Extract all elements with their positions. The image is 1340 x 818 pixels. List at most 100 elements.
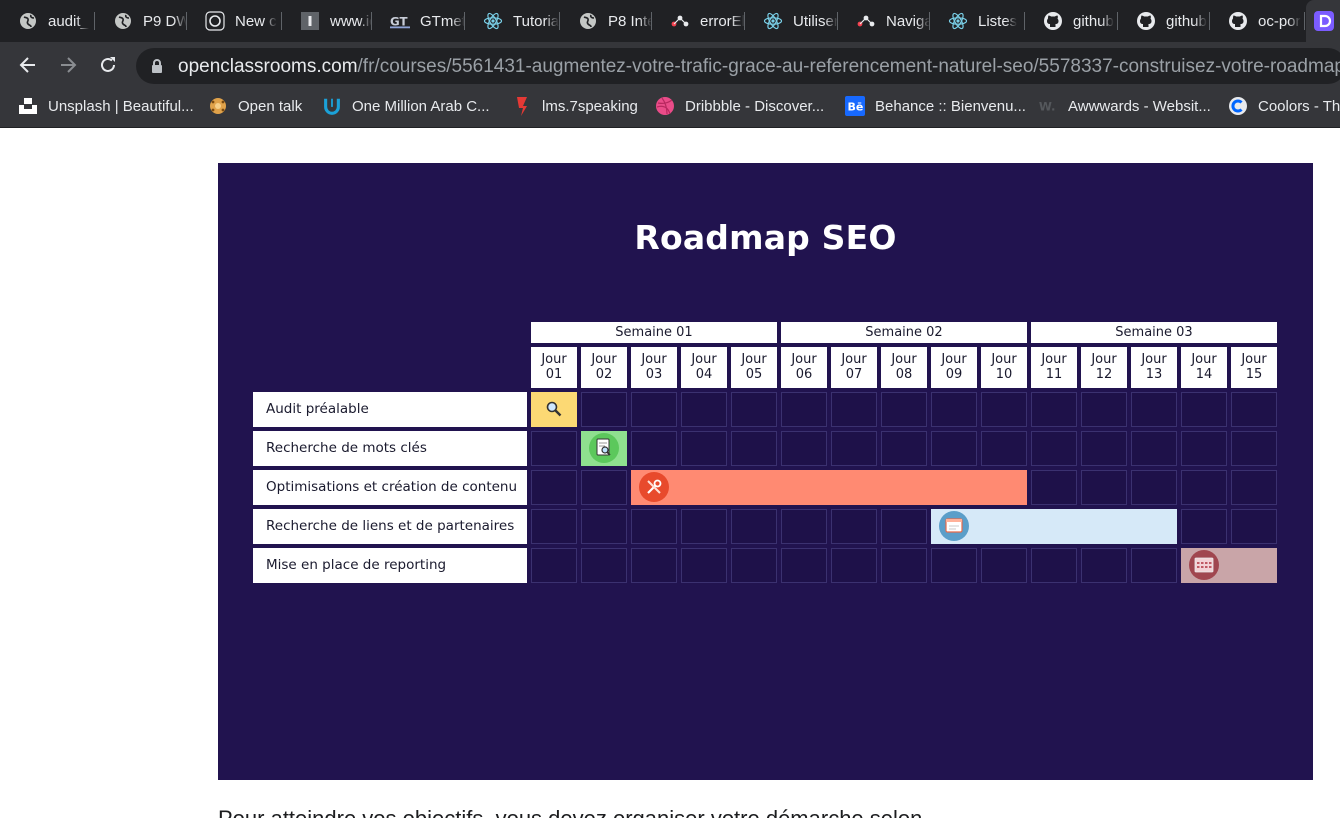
browser-tab[interactable]: www.ic — [282, 0, 372, 42]
grid-cell — [1181, 470, 1227, 505]
browser-toolbar: openclassrooms.com/fr/courses/5561431-au… — [0, 42, 1340, 88]
day-number: 06 — [795, 367, 813, 382]
tab-label: GTmet — [420, 12, 465, 30]
reload-button[interactable] — [93, 50, 123, 80]
day-word: Jour — [1241, 352, 1267, 367]
day-number: 11 — [1045, 367, 1063, 382]
browser-tab[interactable]: Listes — [930, 0, 1025, 42]
day-word: Jour — [791, 352, 817, 367]
browser-tab[interactable]: github — [1118, 0, 1210, 42]
browser-tab[interactable]: oc-por — [1210, 0, 1305, 42]
document-search-icon — [589, 433, 619, 463]
grid-cell — [681, 548, 727, 583]
active-tab[interactable] — [1306, 0, 1340, 42]
react-icon — [483, 11, 503, 31]
grid-cell — [731, 392, 777, 427]
article-paragraph: Pour atteindre vos objectifs, vous devez… — [218, 806, 922, 818]
dribbble-icon — [655, 96, 675, 116]
grid-cell — [1181, 509, 1227, 544]
grid-cell — [831, 509, 877, 544]
grid-cell — [1181, 392, 1227, 427]
back-button[interactable] — [13, 50, 43, 80]
grid-cell — [881, 548, 927, 583]
day-number: 01 — [545, 367, 563, 382]
bookmark-item[interactable]: Unsplash | Beautiful... — [18, 88, 194, 124]
forward-button[interactable] — [53, 50, 83, 80]
week-header: Semaine 03 — [1031, 322, 1277, 343]
browser-tab[interactable]: audit_ — [0, 0, 95, 42]
browser-tab[interactable]: P9 DW — [95, 0, 187, 42]
tab-separator — [651, 12, 652, 30]
lock-icon[interactable] — [150, 58, 164, 74]
day-word: Jour — [891, 352, 917, 367]
grid-cell — [581, 509, 627, 544]
bookmark-item[interactable]: lms.7speaking — [512, 88, 638, 124]
bookmark-item[interactable]: Coolors - Th — [1228, 88, 1340, 124]
day-word: Jour — [691, 352, 717, 367]
bookmark-item[interactable]: W.Awwwards - Websit... — [1038, 88, 1211, 124]
task-bar — [631, 470, 1027, 505]
bookmark-item[interactable]: Dribbble - Discover... — [655, 88, 824, 124]
browser-tab[interactable]: Tutoria — [465, 0, 560, 42]
day-number: 12 — [1095, 367, 1113, 382]
grid-cell — [531, 548, 577, 583]
svg-text:Bē: Bē — [848, 101, 864, 114]
browser-tab[interactable]: errorEl — [652, 0, 745, 42]
behance-icon: Bē — [845, 96, 865, 116]
bookmark-item[interactable]: Open talk — [208, 88, 302, 124]
github-icon — [1228, 11, 1248, 31]
grid-cell — [531, 470, 577, 505]
bookmark-label: One Million Arab C... — [352, 97, 490, 115]
day-number: 13 — [1145, 367, 1163, 382]
browser-tab[interactable]: P8 Inte — [560, 0, 652, 42]
grid-cell — [731, 548, 777, 583]
day-word: Jour — [641, 352, 667, 367]
grid-cell — [731, 509, 777, 544]
tab-label: Listes — [978, 12, 1018, 30]
bookmark-item[interactable]: One Million Arab C... — [322, 88, 490, 124]
tab-label: Utiliser — [793, 12, 838, 30]
github-icon — [1136, 11, 1156, 31]
tab-separator — [464, 12, 465, 30]
day-word: Jour — [591, 352, 617, 367]
task-label: Recherche de mots clés — [253, 431, 527, 466]
day-word: Jour — [1141, 352, 1167, 367]
task-bar — [931, 509, 1177, 544]
browser-tab[interactable]: New c — [187, 0, 282, 42]
bookmark-label: Coolors - Th — [1258, 97, 1340, 115]
tab-label: P9 DW — [143, 12, 187, 30]
address-bar[interactable]: openclassrooms.com/fr/courses/5561431-au… — [136, 48, 1340, 84]
grid-cell — [631, 548, 677, 583]
url-text[interactable]: openclassrooms.com/fr/courses/5561431-au… — [178, 56, 1340, 78]
tab-label: github — [1073, 12, 1114, 30]
globe-icon — [113, 11, 133, 31]
url-path: /fr/courses/5561431-augmentez-votre-traf… — [357, 56, 1340, 77]
grid-cell — [1181, 431, 1227, 466]
svg-text:W.: W. — [1039, 100, 1056, 114]
grid-cell — [1031, 470, 1077, 505]
grid-cell — [1081, 548, 1127, 583]
tab-label: github — [1166, 12, 1207, 30]
browser-tab[interactable]: Naviga — [838, 0, 930, 42]
grid-cell — [681, 509, 727, 544]
grid-cell — [631, 392, 677, 427]
browser-tab[interactable]: github — [1025, 0, 1118, 42]
day-word: Jour — [1041, 352, 1067, 367]
tab-separator — [837, 12, 838, 30]
day-word: Jour — [1191, 352, 1217, 367]
grid-cell — [931, 431, 977, 466]
grid-cell — [1231, 431, 1277, 466]
browser-tab[interactable]: Utiliser — [745, 0, 838, 42]
tab-separator — [186, 12, 187, 30]
week-header: Semaine 02 — [781, 322, 1027, 343]
grid-cell — [1081, 431, 1127, 466]
grid-cell — [1081, 392, 1127, 427]
